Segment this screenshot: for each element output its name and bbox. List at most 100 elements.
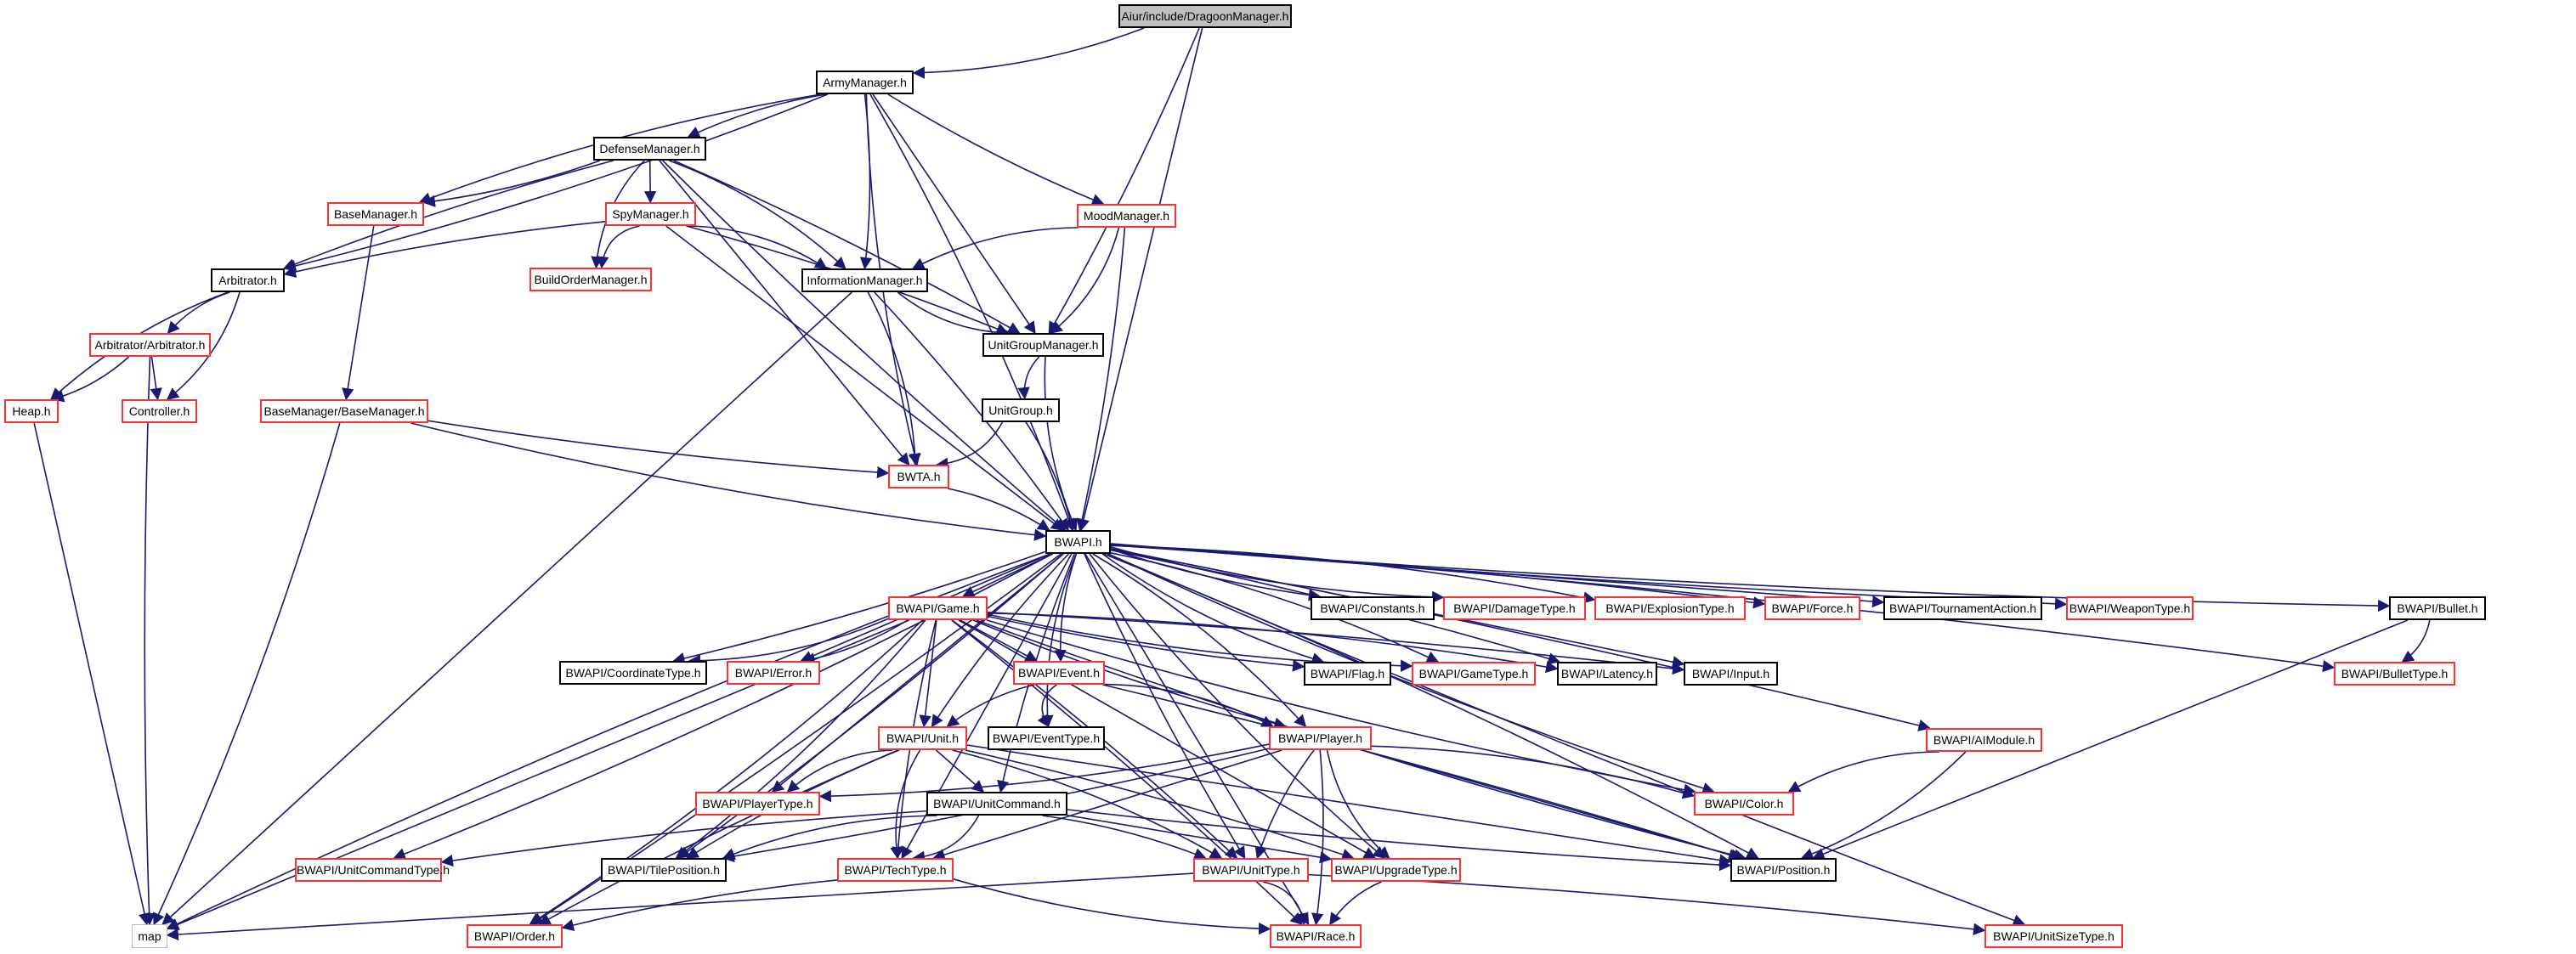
edge-arbarb-to-controller bbox=[150, 356, 162, 401]
graph-node-heap[interactable]: Heap.h bbox=[4, 399, 59, 423]
graph-node-arbarb[interactable]: Arbitrator/Arbitrator.h bbox=[89, 333, 211, 357]
edge-arbarb-to-map bbox=[143, 356, 156, 926]
graph-node-coordtype[interactable]: BWAPI/CoordinateType.h bbox=[559, 661, 707, 685]
graph-node-player[interactable]: BWAPI/Player.h bbox=[1269, 726, 1372, 750]
edge-army-to-ugm bbox=[872, 93, 1036, 335]
edge-bwapi-to-color bbox=[1107, 553, 1715, 794]
edge-game-to-order bbox=[529, 619, 923, 925]
edge-unitcommand-to-uctype bbox=[440, 810, 927, 867]
graph-node-input[interactable]: BWAPI/Input.h bbox=[1684, 662, 1778, 686]
graph-node-aimodule[interactable]: BWAPI/AIModule.h bbox=[1926, 728, 2042, 752]
graph-node-force[interactable]: BWAPI/Force.h bbox=[1764, 596, 1860, 620]
graph-node-color[interactable]: BWAPI/Color.h bbox=[1694, 792, 1794, 816]
edge-defense-to-bwta bbox=[659, 160, 910, 466]
graph-node-unitsizetype[interactable]: BWAPI/UnitSizeType.h bbox=[1984, 924, 2123, 948]
edge-unittype-to-unitsizetype bbox=[1308, 873, 1986, 935]
edge-army-to-defense bbox=[687, 93, 827, 138]
graph-node-position[interactable]: BWAPI/Position.h bbox=[1730, 858, 1837, 882]
graph-node-order[interactable]: BWAPI/Order.h bbox=[467, 924, 563, 948]
graph-node-arbitrator[interactable]: Arbitrator.h bbox=[211, 268, 285, 292]
graph-node-basemgr[interactable]: BaseManager.h bbox=[327, 202, 424, 226]
edge-mood-to-info bbox=[911, 227, 1079, 269]
edge-bwapi-to-bullettype bbox=[1110, 545, 2335, 673]
graph-node-buildorder[interactable]: BuildOrderManager.h bbox=[529, 268, 652, 291]
edge-root-to-army bbox=[912, 27, 1145, 79]
edge-game-to-color bbox=[986, 619, 1696, 796]
edge-techtype-to-order bbox=[561, 879, 838, 931]
graph-node-unit[interactable]: BWAPI/Unit.h bbox=[878, 726, 967, 750]
edge-unitgroup-to-bwta bbox=[936, 421, 1004, 470]
edge-event-to-eventtype bbox=[1037, 684, 1057, 728]
graph-node-damagetype[interactable]: BWAPI/DamageType.h bbox=[1443, 596, 1586, 620]
graph-node-upgradetype[interactable]: BWAPI/UpgradeType.h bbox=[1331, 858, 1461, 882]
graph-node-spy[interactable]: SpyManager.h bbox=[605, 202, 696, 226]
graph-node-bwta[interactable]: BWTA.h bbox=[888, 465, 949, 488]
graph-node-explosiontype[interactable]: BWAPI/ExplosionType.h bbox=[1594, 596, 1746, 620]
edge-player-to-techtype bbox=[932, 749, 1282, 861]
graph-node-unittype[interactable]: BWAPI/UnitType.h bbox=[1193, 858, 1309, 882]
edge-bwapi-to-player bbox=[1092, 553, 1307, 728]
graph-node-weapontype[interactable]: BWAPI/WeaponType.h bbox=[2066, 596, 2194, 620]
graph-node-bullettype[interactable]: BWAPI/BulletType.h bbox=[2334, 662, 2455, 686]
edge-bmbm-to-bwapi bbox=[410, 422, 1047, 541]
edge-bwapi-to-tilepos bbox=[677, 553, 1064, 859]
graph-node-eventtype[interactable]: BWAPI/EventType.h bbox=[988, 726, 1105, 750]
edge-heap-to-map bbox=[33, 422, 151, 926]
graph-node-race[interactable]: BWAPI/Race.h bbox=[1270, 924, 1362, 948]
edge-bwapi-to-unittype bbox=[1084, 553, 1246, 860]
edge-bwapi-to-techtype bbox=[901, 553, 1073, 860]
edge-root-to-bwapi bbox=[1077, 27, 1203, 532]
graph-node-flag[interactable]: BWAPI/Flag.h bbox=[1304, 662, 1391, 686]
graph-node-event[interactable]: BWAPI/Event.h bbox=[1013, 661, 1105, 685]
graph-node-unitcommand[interactable]: BWAPI/UnitCommand.h bbox=[926, 792, 1067, 816]
graph-node-root[interactable]: Aiur/include/DragoonManager.h bbox=[1118, 4, 1292, 28]
edge-defense-to-spy bbox=[643, 160, 657, 204]
edge-defense-to-ugm bbox=[673, 160, 1021, 334]
graph-node-army[interactable]: ArmyManager.h bbox=[816, 71, 914, 94]
graph-node-error[interactable]: BWAPI/Error.h bbox=[727, 661, 820, 685]
graph-node-info[interactable]: InformationManager.h bbox=[801, 268, 928, 292]
graph-node-uctype[interactable]: BWAPI/UnitCommandType.h bbox=[295, 858, 450, 882]
edge-upgradetype-to-race bbox=[1329, 881, 1382, 926]
graph-node-tilepos[interactable]: BWAPI/TilePosition.h bbox=[601, 858, 727, 882]
edge-mood-to-bwapi bbox=[1076, 227, 1126, 532]
graph-node-controller[interactable]: Controller.h bbox=[122, 399, 197, 423]
graph-node-defense[interactable]: DefenseManager.h bbox=[593, 137, 706, 161]
graph-node-bmbm[interactable]: BaseManager/BaseManager.h bbox=[260, 399, 428, 423]
edge-arbitrator-to-arbarb bbox=[167, 291, 230, 335]
graph-node-bwapi[interactable]: BWAPI.h bbox=[1045, 530, 1111, 554]
graph-node-ugm[interactable]: UnitGroupManager.h bbox=[982, 333, 1104, 357]
graph-node-latency[interactable]: BWAPI/Latency.h bbox=[1557, 662, 1657, 686]
edge-event-to-position bbox=[1102, 684, 1741, 861]
graph-node-mood[interactable]: MoodManager.h bbox=[1077, 204, 1176, 228]
graph-node-gametype[interactable]: BWAPI/GameType.h bbox=[1412, 662, 1536, 686]
edge-game-to-upgradetype bbox=[958, 619, 1377, 859]
edge-info-to-ugm bbox=[897, 291, 1012, 339]
graph-node-bullet[interactable]: BWAPI/Bullet.h bbox=[2389, 596, 2486, 620]
edge-arbarb-to-heap bbox=[51, 356, 130, 403]
graph-node-map[interactable]: map bbox=[132, 924, 167, 948]
edge-game-to-tilepos bbox=[675, 619, 926, 859]
graph-node-constants[interactable]: BWAPI/Constants.h bbox=[1311, 596, 1435, 620]
graph-node-playertype[interactable]: BWAPI/PlayerType.h bbox=[695, 792, 820, 816]
edge-bwapi-to-aimodule bbox=[1110, 548, 1931, 731]
edge-unittype-to-map bbox=[166, 872, 1194, 941]
graph-node-tournament[interactable]: BWAPI/TournamentAction.h bbox=[1883, 596, 2042, 620]
graph-node-unitgroup[interactable]: UnitGroup.h bbox=[982, 398, 1060, 422]
edge-bwta-to-bwapi bbox=[947, 488, 1050, 531]
edge-unitcommand-to-tilepos bbox=[722, 815, 937, 860]
graph-node-game[interactable]: BWAPI/Game.h bbox=[888, 596, 988, 620]
edge-army-to-bwapi bbox=[869, 93, 1075, 532]
edge-bwapi-to-flag bbox=[1101, 553, 1325, 665]
edge-bwapi-to-upgradetype bbox=[1089, 553, 1386, 859]
edge-unit-to-techtype bbox=[890, 749, 921, 860]
edge-player-to-upgradetype bbox=[1326, 749, 1390, 859]
edge-bwapi-to-unitsizetype bbox=[1107, 553, 2026, 927]
edge-spy-to-arbitrator bbox=[283, 221, 606, 278]
edge-game-to-coordtype bbox=[688, 618, 889, 668]
edge-ugm-to-unitgroup bbox=[1017, 356, 1040, 400]
edge-unitcommand-to-upgradetype bbox=[1067, 814, 1333, 864]
graph-node-techtype[interactable]: BWAPI/TechType.h bbox=[837, 858, 954, 882]
